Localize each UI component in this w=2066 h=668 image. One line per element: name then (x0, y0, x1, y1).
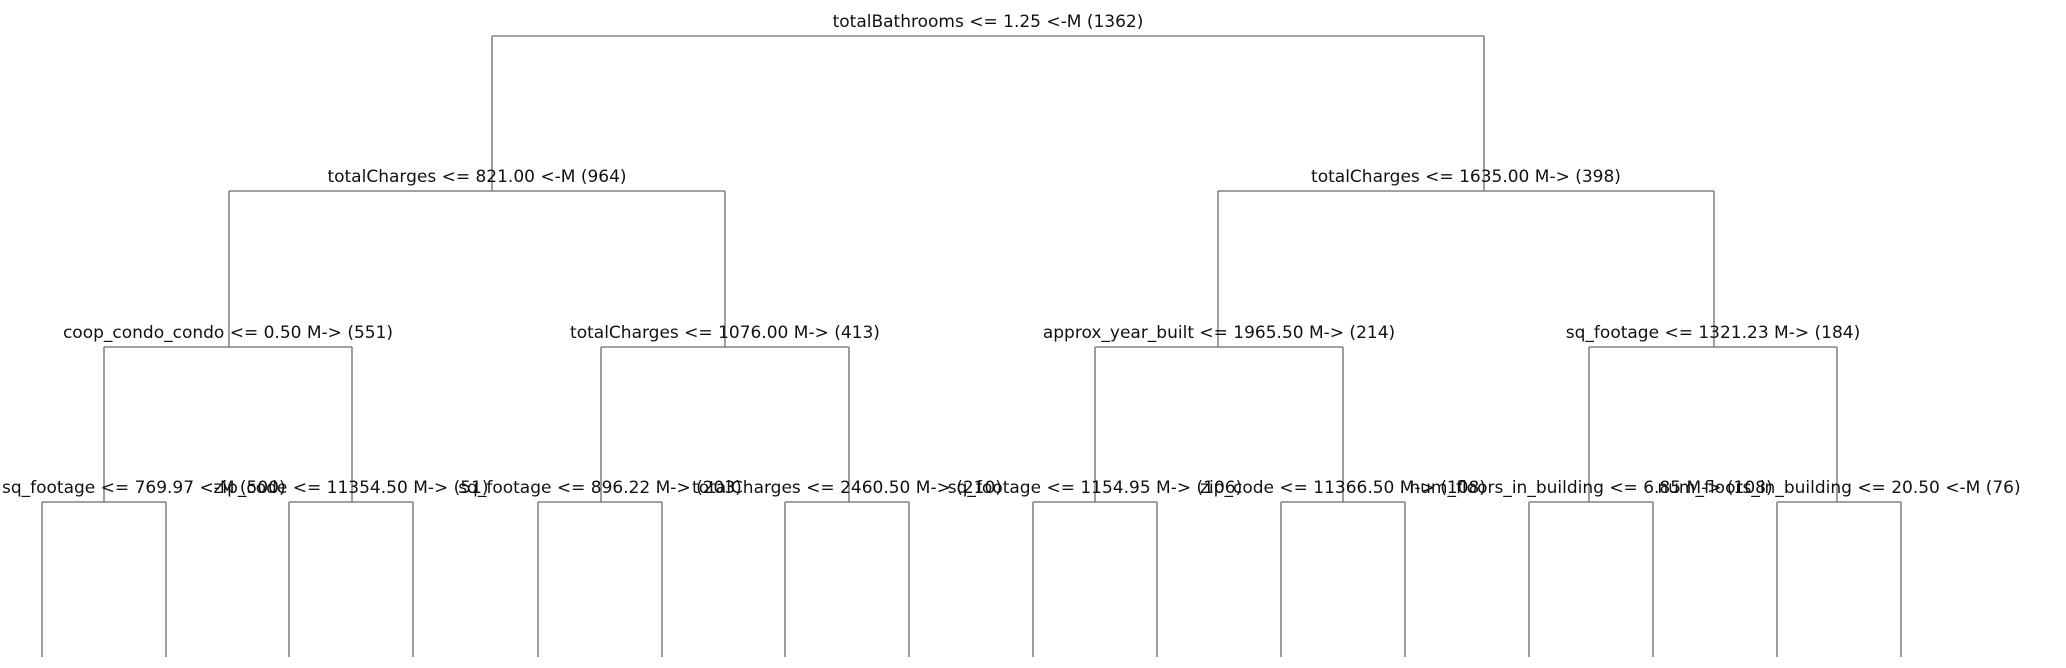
node-label-l1-n0: totalCharges <= 821.00 <-M (964) (327, 167, 626, 187)
node-label-l2-n2: approx_year_built <= 1965.50 M-> (214) (1043, 323, 1395, 343)
node-label-l3-n3: totalCharges <= 2460.50 M-> (210) (692, 478, 1002, 498)
node-label-l3-n2: sq_footage <= 896.22 M-> (203) (458, 478, 742, 498)
node-label-root: totalBathrooms <= 1.25 <-M (1362) (833, 12, 1144, 32)
node-label-l1-n1: totalCharges <= 1635.00 M-> (398) (1311, 167, 1621, 187)
node-label-l2-n1: totalCharges <= 1076.00 M-> (413) (570, 323, 880, 343)
tree-edges (41, 35, 1902, 657)
node-label-l2-n3: sq_footage <= 1321.23 M-> (184) (1566, 323, 1860, 343)
node-label-l3-n1: zip_code <= 11354.50 M-> (51) (213, 478, 488, 498)
tree-node-labels: totalBathrooms <= 1.25 <-M (1362) totalC… (2, 12, 2021, 498)
node-label-l3-n5: zip_code <= 11366.50 M-> (108) (1200, 478, 1486, 498)
node-label-l2-n0: coop_condo_condo <= 0.50 M-> (551) (63, 323, 393, 343)
node-label-l3-n7: num_floors_in_building <= 20.50 <-M (76) (1657, 478, 2020, 498)
node-label-l3-n4: sq_footage <= 1154.95 M-> (106) (948, 478, 1242, 498)
node-label-l3-n6: num_floors_in_building <= 6.85 M-> (108) (1409, 478, 1772, 498)
node-label-l3-n0: sq_footage <= 769.97 <-M (500) (2, 478, 286, 498)
